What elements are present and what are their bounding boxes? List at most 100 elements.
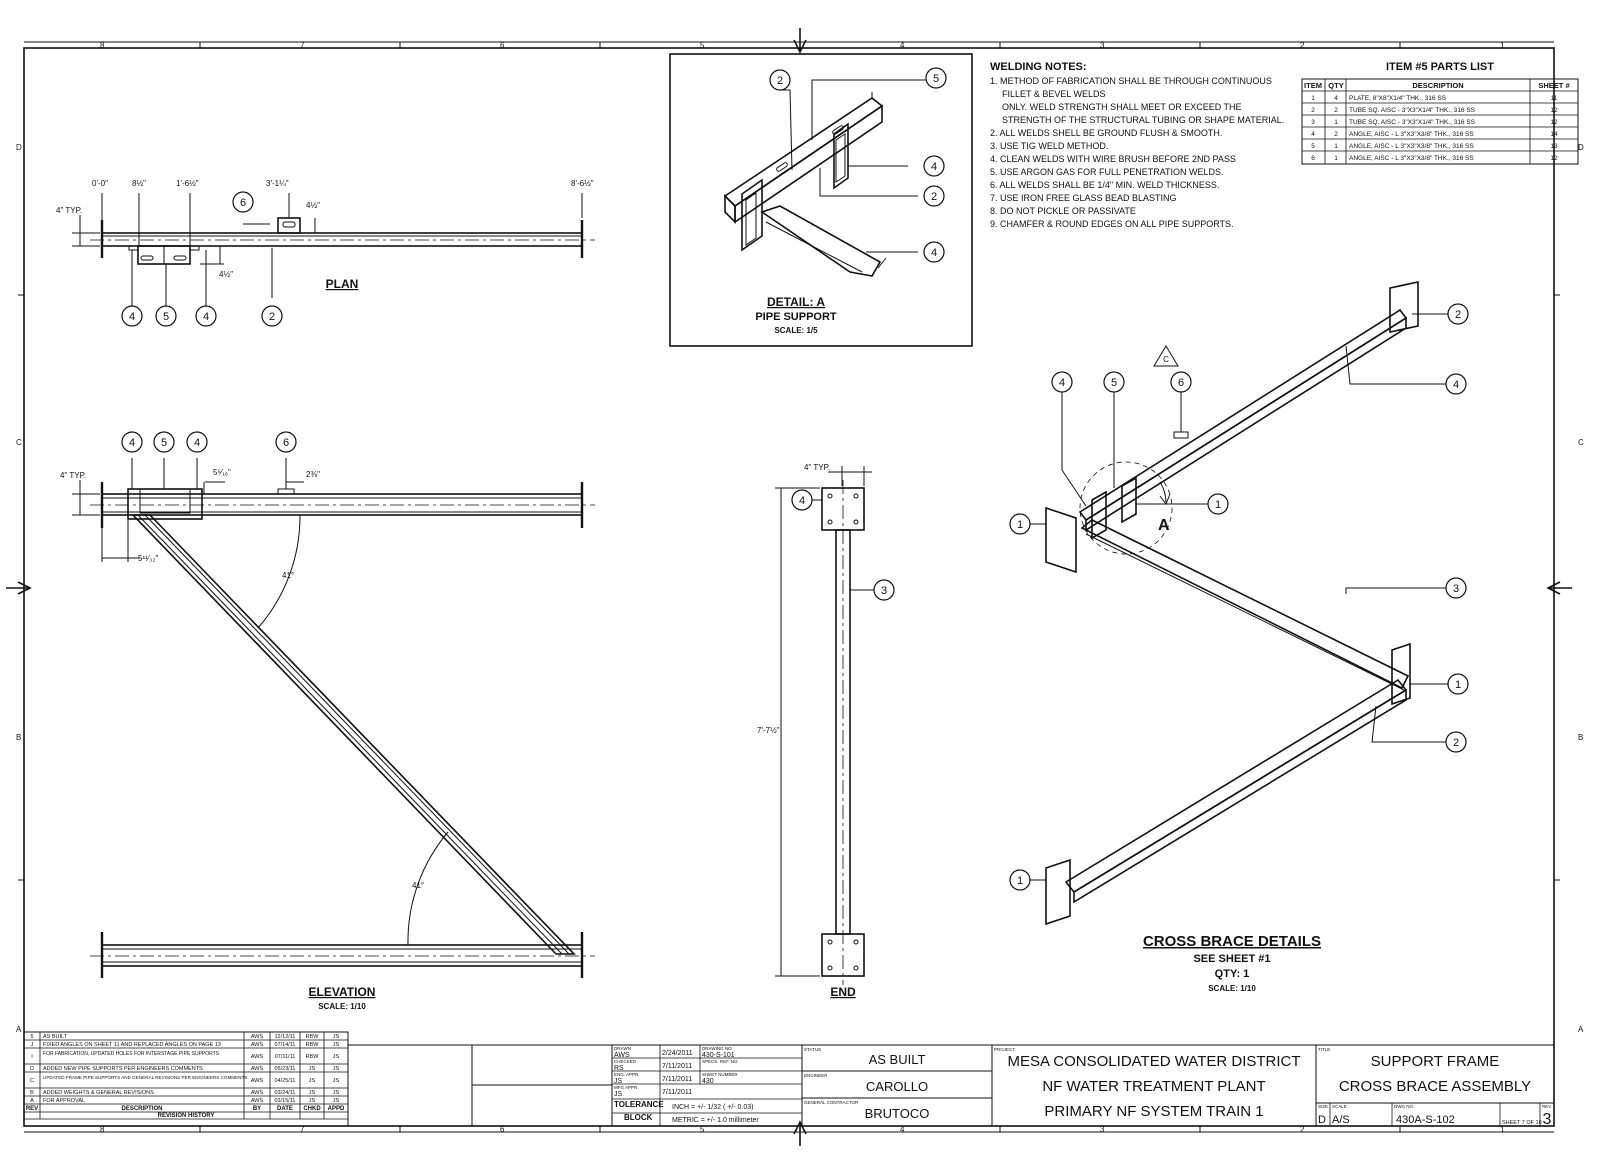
parts-cell: 1	[1334, 119, 1338, 126]
parts-row: 4 2 ANGLE, AISC - L 3"X3"X3/8" THK., 316…	[1311, 131, 1558, 138]
welding-note-line: 1. METHOD OF FABRICATION SHALL BE THROUG…	[990, 76, 1272, 86]
revision-history-table: 5 AS BUILT AWS 12/12/11 RBW JS J FIXED A…	[23, 1031, 349, 1127]
revision-cell: UPDATED FRAME PIPE SUPPORTS AND GENERAL …	[43, 1075, 247, 1080]
iso-balloon: 1	[1455, 679, 1461, 691]
tb-value: 430-S-101	[702, 1052, 735, 1059]
tb-label: ENG. APPR.	[614, 1072, 640, 1077]
welding-note-line: 8. DO NOT PICKLE OR PASSIVATE	[990, 206, 1136, 216]
revision-cell: AS BUILT	[43, 1034, 68, 1040]
column-label: 5	[700, 1125, 705, 1134]
border-column-labels-bottom: 8 7 6 5 4 3 2 1	[100, 1125, 1505, 1134]
tb-label: CHECKED	[614, 1059, 637, 1064]
plan-balloon: 5	[163, 311, 169, 323]
parts-cell: 12	[1550, 107, 1558, 114]
parts-header: SHEET #	[1538, 81, 1570, 90]
tb-label: MFG APPR.	[614, 1085, 639, 1090]
dwg-no-value: 430A-S-102	[1396, 1114, 1455, 1126]
engineer-value: CAROLLO	[866, 1079, 928, 1094]
parts-cell: 12	[1550, 155, 1558, 162]
revision-cell: JS	[309, 1090, 316, 1096]
detail-balloon: 4	[931, 247, 937, 259]
rev-value: 3	[1543, 1111, 1552, 1128]
parts-cell: TUBE SQ. AISC - 3"X3"X1/4" THK., 316 SS	[1349, 107, 1476, 114]
detail-a-view: 2 5 4 2 4 DETAIL: A PIPE SUPPORT SCALE: …	[669, 53, 973, 347]
size-value: D	[1318, 1114, 1326, 1126]
parts-list-table: ITEM #5 PARTS LIST ITEM QTY DESCRIPTION …	[1301, 61, 1579, 165]
detail-balloon: 4	[931, 161, 937, 173]
revision-cell: D	[30, 1066, 34, 1072]
revision-header: DESCRIPTION	[121, 1106, 162, 1112]
parts-cell: TUBE SQ. AISC - 3"X3"X1/4" THK., 316 SS	[1349, 119, 1476, 126]
revision-header: CHKD	[303, 1106, 321, 1112]
tb-value: JS	[614, 1078, 623, 1085]
revision-cell: A	[30, 1098, 34, 1104]
parts-cell: 2	[1334, 131, 1338, 138]
revision-cell: C	[30, 1078, 34, 1084]
welding-notes-title: WELDING NOTES:	[990, 61, 1087, 73]
tb-value: 7/11/2011	[662, 1089, 692, 1096]
welding-note-line: 7. USE IRON FREE GLASS BEAD BLASTING	[990, 193, 1177, 203]
revision-cell: JS	[309, 1078, 316, 1084]
revision-cell: FOR FABRICATION, UPDATED HOLES FOR INTER…	[43, 1051, 220, 1057]
revision-row: 5 AS BUILT AWS 12/12/11 RBW JS	[30, 1034, 339, 1040]
detail-balloon: 5	[933, 73, 939, 85]
revision-cell: JS	[333, 1078, 340, 1084]
row-label: B	[16, 733, 21, 742]
border-row-labels: D C B A D C B A	[16, 143, 1584, 1034]
revision-cell: 05/23/11	[274, 1066, 295, 1072]
row-label: C	[1578, 438, 1584, 447]
revision-cell: RBW	[306, 1042, 320, 1048]
elevation-balloon: 5	[161, 437, 167, 449]
end-balloon: 3	[881, 585, 887, 597]
revision-row: A FOR APPROVAL AWS 03/15/11 JS JS	[30, 1098, 339, 1104]
column-label: 1	[1500, 41, 1505, 50]
welding-note-line: 3. USE TIG WELD METHOD.	[990, 141, 1108, 151]
iso-balloon: 2	[1455, 309, 1461, 321]
revision-cell: 12/12/11	[274, 1034, 295, 1040]
tb-value: 7/11/2011	[662, 1063, 692, 1070]
welding-note-line: 2. ALL WELDS SHELL BE GROUND FLUSH & SMO…	[990, 128, 1222, 138]
plan-view: 0'-0" 8½" 1'-6½" 3'-1¼" 8'-6½" 4" TYP. 4…	[56, 179, 595, 327]
parts-row: 1 4 PLATE, 8"X8"X1/4" THK., 316 SS 11	[1311, 95, 1558, 102]
iso-balloon: 3	[1453, 583, 1459, 595]
parts-cell: ANGLE, AISC - L 3"X3"X3/8" THK., 316 SS	[1349, 131, 1474, 138]
tb-value: JS	[614, 1091, 623, 1098]
parts-row: 5 1 ANGLE, AISC - L 3"X3"X3/8" THK., 316…	[1311, 143, 1558, 150]
parts-cell: 2	[1334, 107, 1338, 114]
parts-cell: 5	[1311, 143, 1315, 150]
tb-label: TITLE	[1318, 1047, 1330, 1052]
end-view: 4" TYP. 7'-7½" 4 3 END	[757, 463, 895, 999]
welding-note-line: 9. CHAMFER & ROUND EDGES ON ALL PIPE SUP…	[990, 219, 1234, 229]
cross-brace-isometric: A C 4 5 6 1 2 4 1 3	[1009, 281, 1469, 993]
tb-label: DWG NO.	[1394, 1104, 1414, 1109]
border-column-labels-top: 8 7 6 5 4 3 2 1	[100, 41, 1505, 50]
tb-value: 2/24/2011	[662, 1050, 693, 1057]
elevation-balloon: 4	[194, 437, 200, 449]
revision-cell: 03/24/11	[274, 1090, 295, 1096]
detail-balloon: 2	[931, 191, 937, 203]
tb-label: SPECS. REF. NO.	[702, 1059, 739, 1064]
plan-balloon: 4	[203, 311, 209, 323]
tb-label: SIZE	[1318, 1104, 1328, 1109]
revision-cell: JS	[333, 1034, 340, 1040]
plan-dim: 1'-6½"	[176, 179, 199, 188]
cross-brace-subtitle: SEE SHEET #1	[1193, 953, 1270, 965]
revision-cell: ADDED NEW PIPE SUPPORTS PER ENGINEERS CO…	[43, 1066, 203, 1072]
iso-balloon: 4	[1059, 377, 1065, 389]
parts-header: DESCRIPTION	[1412, 81, 1463, 90]
revision-cell: 5	[30, 1034, 33, 1040]
parts-row: 3 1 TUBE SQ. AISC - 3"X3"X1/4" THK., 316…	[1311, 119, 1558, 126]
end-dim: 4" TYP.	[804, 463, 830, 472]
iso-balloon: 2	[1453, 737, 1459, 749]
welding-note-line: 5. USE ARGON GAS FOR FULL PENETRATION WE…	[990, 167, 1224, 177]
plan-dim: 0'-0"	[92, 179, 108, 188]
elevation-dim: 41°	[282, 571, 294, 580]
row-label: A	[1578, 1025, 1584, 1034]
sheet-count: SHEET 7 OF 16	[1502, 1120, 1542, 1126]
parts-cell: 1	[1311, 95, 1315, 102]
end-title: END	[830, 985, 856, 999]
revision-cell: JS	[309, 1066, 316, 1072]
cross-brace-scale: SCALE: 1/10	[1208, 984, 1256, 993]
row-label: D	[16, 143, 22, 152]
